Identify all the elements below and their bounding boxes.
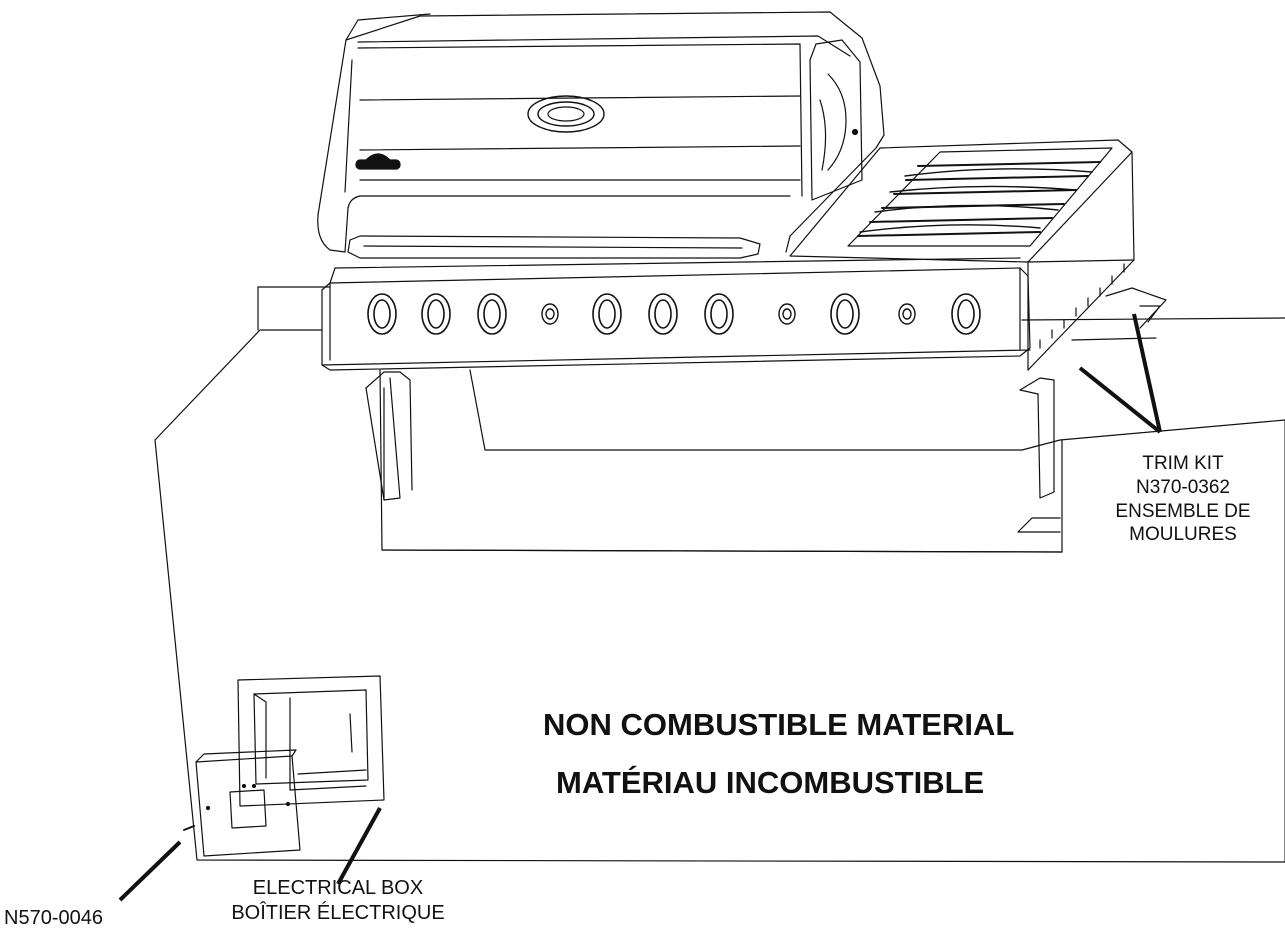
trim-kit-label-line1: TRIM KIT	[1142, 453, 1224, 474]
electrical-box-label: ELECTRICAL BOX BOÎTIER ÉLECTRIQUE	[188, 876, 488, 926]
grill-lid	[317, 11, 885, 259]
material-label-fr: MATÉRIAU INCOMBUSTIBLE	[556, 765, 985, 800]
trim-kit-label-line3: ENSEMBLE DE	[1115, 500, 1251, 522]
electrical-box-opening	[237, 675, 385, 807]
electrical-box-cover	[195, 749, 301, 857]
screw-part-label: N570-0046	[4, 907, 103, 929]
side-burner	[789, 139, 1135, 371]
enclosure	[154, 286, 1285, 863]
control-knob-icon	[367, 293, 981, 335]
material-label-en: NON COMBUSTIBLE MATERIAL	[543, 707, 1015, 742]
trim-kit-label-line4: MOULURES	[1129, 524, 1237, 546]
leader-lines	[118, 313, 1162, 902]
trim-kit-label: TRIM KIT N370-0362 ENSEMBLE DE MOULURES	[1088, 452, 1278, 547]
trim-kit-label-line2: N370-0362	[1135, 476, 1231, 498]
brand-badge-icon	[355, 153, 401, 170]
igniter-button-icon	[541, 303, 916, 325]
screw	[183, 825, 195, 831]
electrical-box-label-line2: BOÎTIER ÉLECTRIQUE	[231, 902, 445, 924]
electrical-box-label-line1: ELECTRICAL BOX	[252, 877, 424, 899]
control-panel	[321, 257, 1031, 371]
trim-kit	[1071, 287, 1167, 341]
